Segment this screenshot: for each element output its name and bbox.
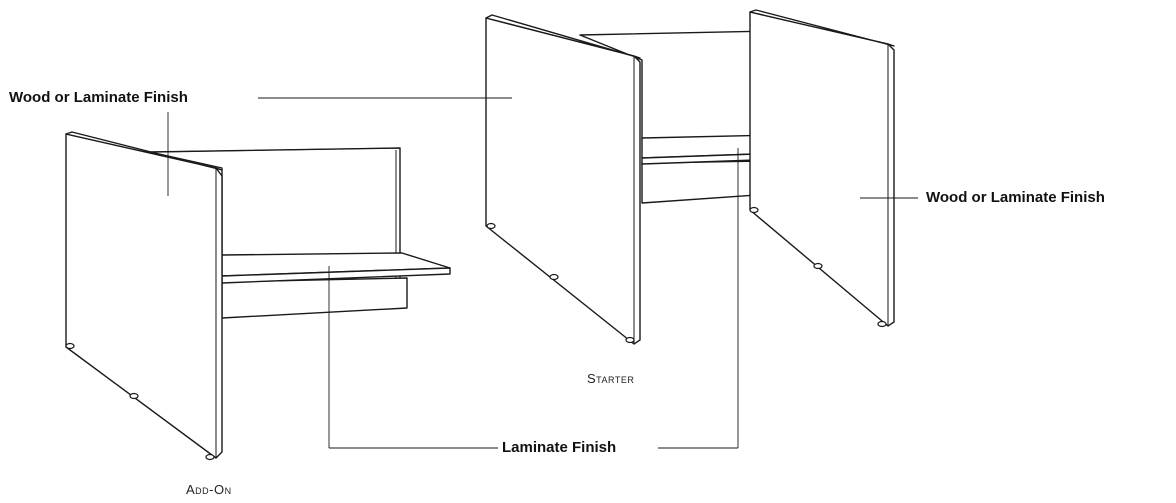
starter-right-side-panel [749, 9, 895, 327]
label-finish-left: Wood or Laminate Finish [9, 89, 188, 106]
add-on-feet [65, 342, 215, 461]
label-laminate: Laminate Finish [502, 439, 617, 456]
callout-lines [167, 97, 918, 449]
add-on-carrel [65, 131, 451, 461]
starter-carrel [485, 9, 895, 345]
caption-starter: Starter [587, 371, 635, 386]
caption-add-on: Add-On [186, 482, 232, 497]
add-on-side-panel [65, 131, 223, 459]
add-on-back-panel [149, 147, 401, 281]
label-finish-right: Wood or Laminate Finish [926, 189, 1105, 206]
add-on-modesty-panel [221, 277, 408, 319]
add-on-work-surface [221, 252, 451, 284]
starter-left-side-panel [485, 14, 641, 345]
starter-feet [486, 206, 887, 344]
